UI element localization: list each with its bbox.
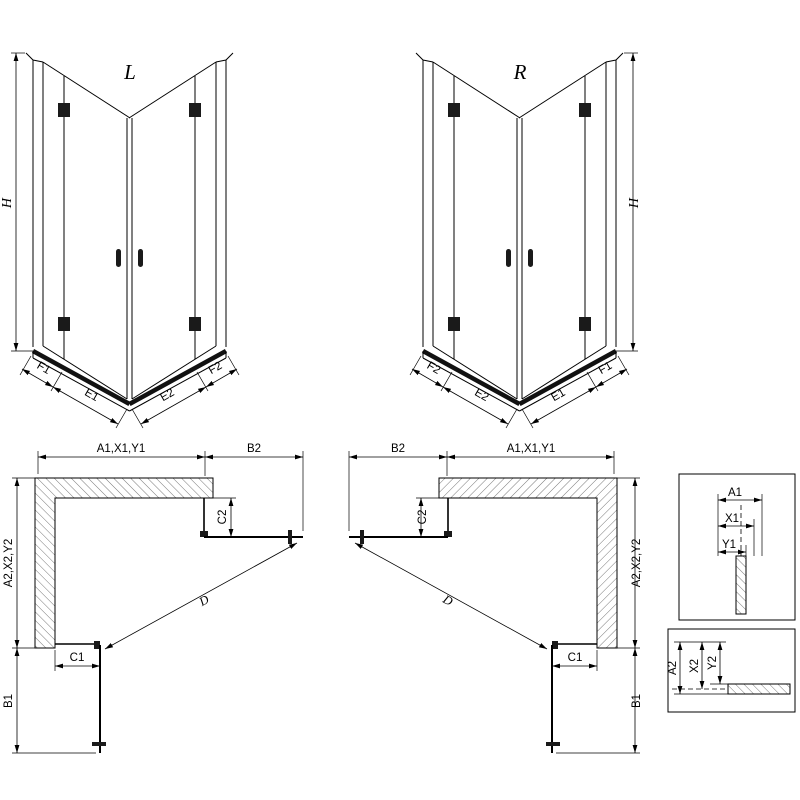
dimension-label-h-left: H [0,197,15,209]
view-label-right: R [513,60,527,84]
detail-label-x2: X2 [689,659,701,673]
dimension-label-a2x2y2-left: A2,X2,Y2 [3,539,15,588]
dimension-label-a2x2y2-right: A2,X2,Y2 [631,539,643,588]
dimension-label-e1-right: E1 [549,387,567,404]
dimension-label-a1x1y1-left: A1,X1,Y1 [97,443,146,455]
plan-view-right: B2 A1,X1,Y1 C2 A2,X2,Y2 C1 B1 D [349,443,643,753]
dimension-label-c1-left: C1 [70,652,85,664]
detail-label-a1: A1 [728,487,742,499]
detail-label-x1: X1 [725,513,739,525]
dimension-label-e1-left: E1 [82,387,100,404]
dimension-label-d-right: D [440,592,456,609]
dimension-label-f2-right: F2 [425,360,443,377]
view-label-left: L [123,60,136,84]
dimension-label-c2-right: C2 [417,510,429,525]
dimension-label-b1-right: B1 [631,694,643,708]
detail-label-y2: Y2 [707,656,719,670]
perspective-view-left: L H F1 E1 E2 F2 [0,52,239,428]
plan-view-left: A1,X1,Y1 B2 C2 A2,X2,Y2 C1 B1 D [3,443,303,753]
dimension-label-e2-left: E2 [158,387,176,404]
detail-box-depth: A2 X2 Y2 [667,628,796,713]
dimension-label-f1-left: F1 [35,360,53,377]
dimension-label-f2-left: F2 [207,360,225,377]
detail-box-width: A1 X1 Y1 [678,473,796,621]
dimension-label-h-right: H [627,197,642,209]
dimension-label-b2-right: B2 [391,443,405,455]
perspective-view-right: R H F2 E2 E1 F1 [410,52,642,428]
detail-label-y1: Y1 [722,539,736,551]
dimension-label-b1-left: B1 [3,694,15,708]
dimension-label-c2-left: C2 [217,510,229,525]
dimension-label-f1-right: F1 [597,360,615,377]
dimension-label-e2-right: E2 [472,387,490,404]
dimension-label-d-left: D [196,592,212,609]
dimension-label-a1x1y1-right: A1,X1,Y1 [507,443,556,455]
detail-label-a2: A2 [667,661,679,675]
dimension-label-b2-left: B2 [247,443,261,455]
dimension-label-c1-right: C1 [568,652,583,664]
